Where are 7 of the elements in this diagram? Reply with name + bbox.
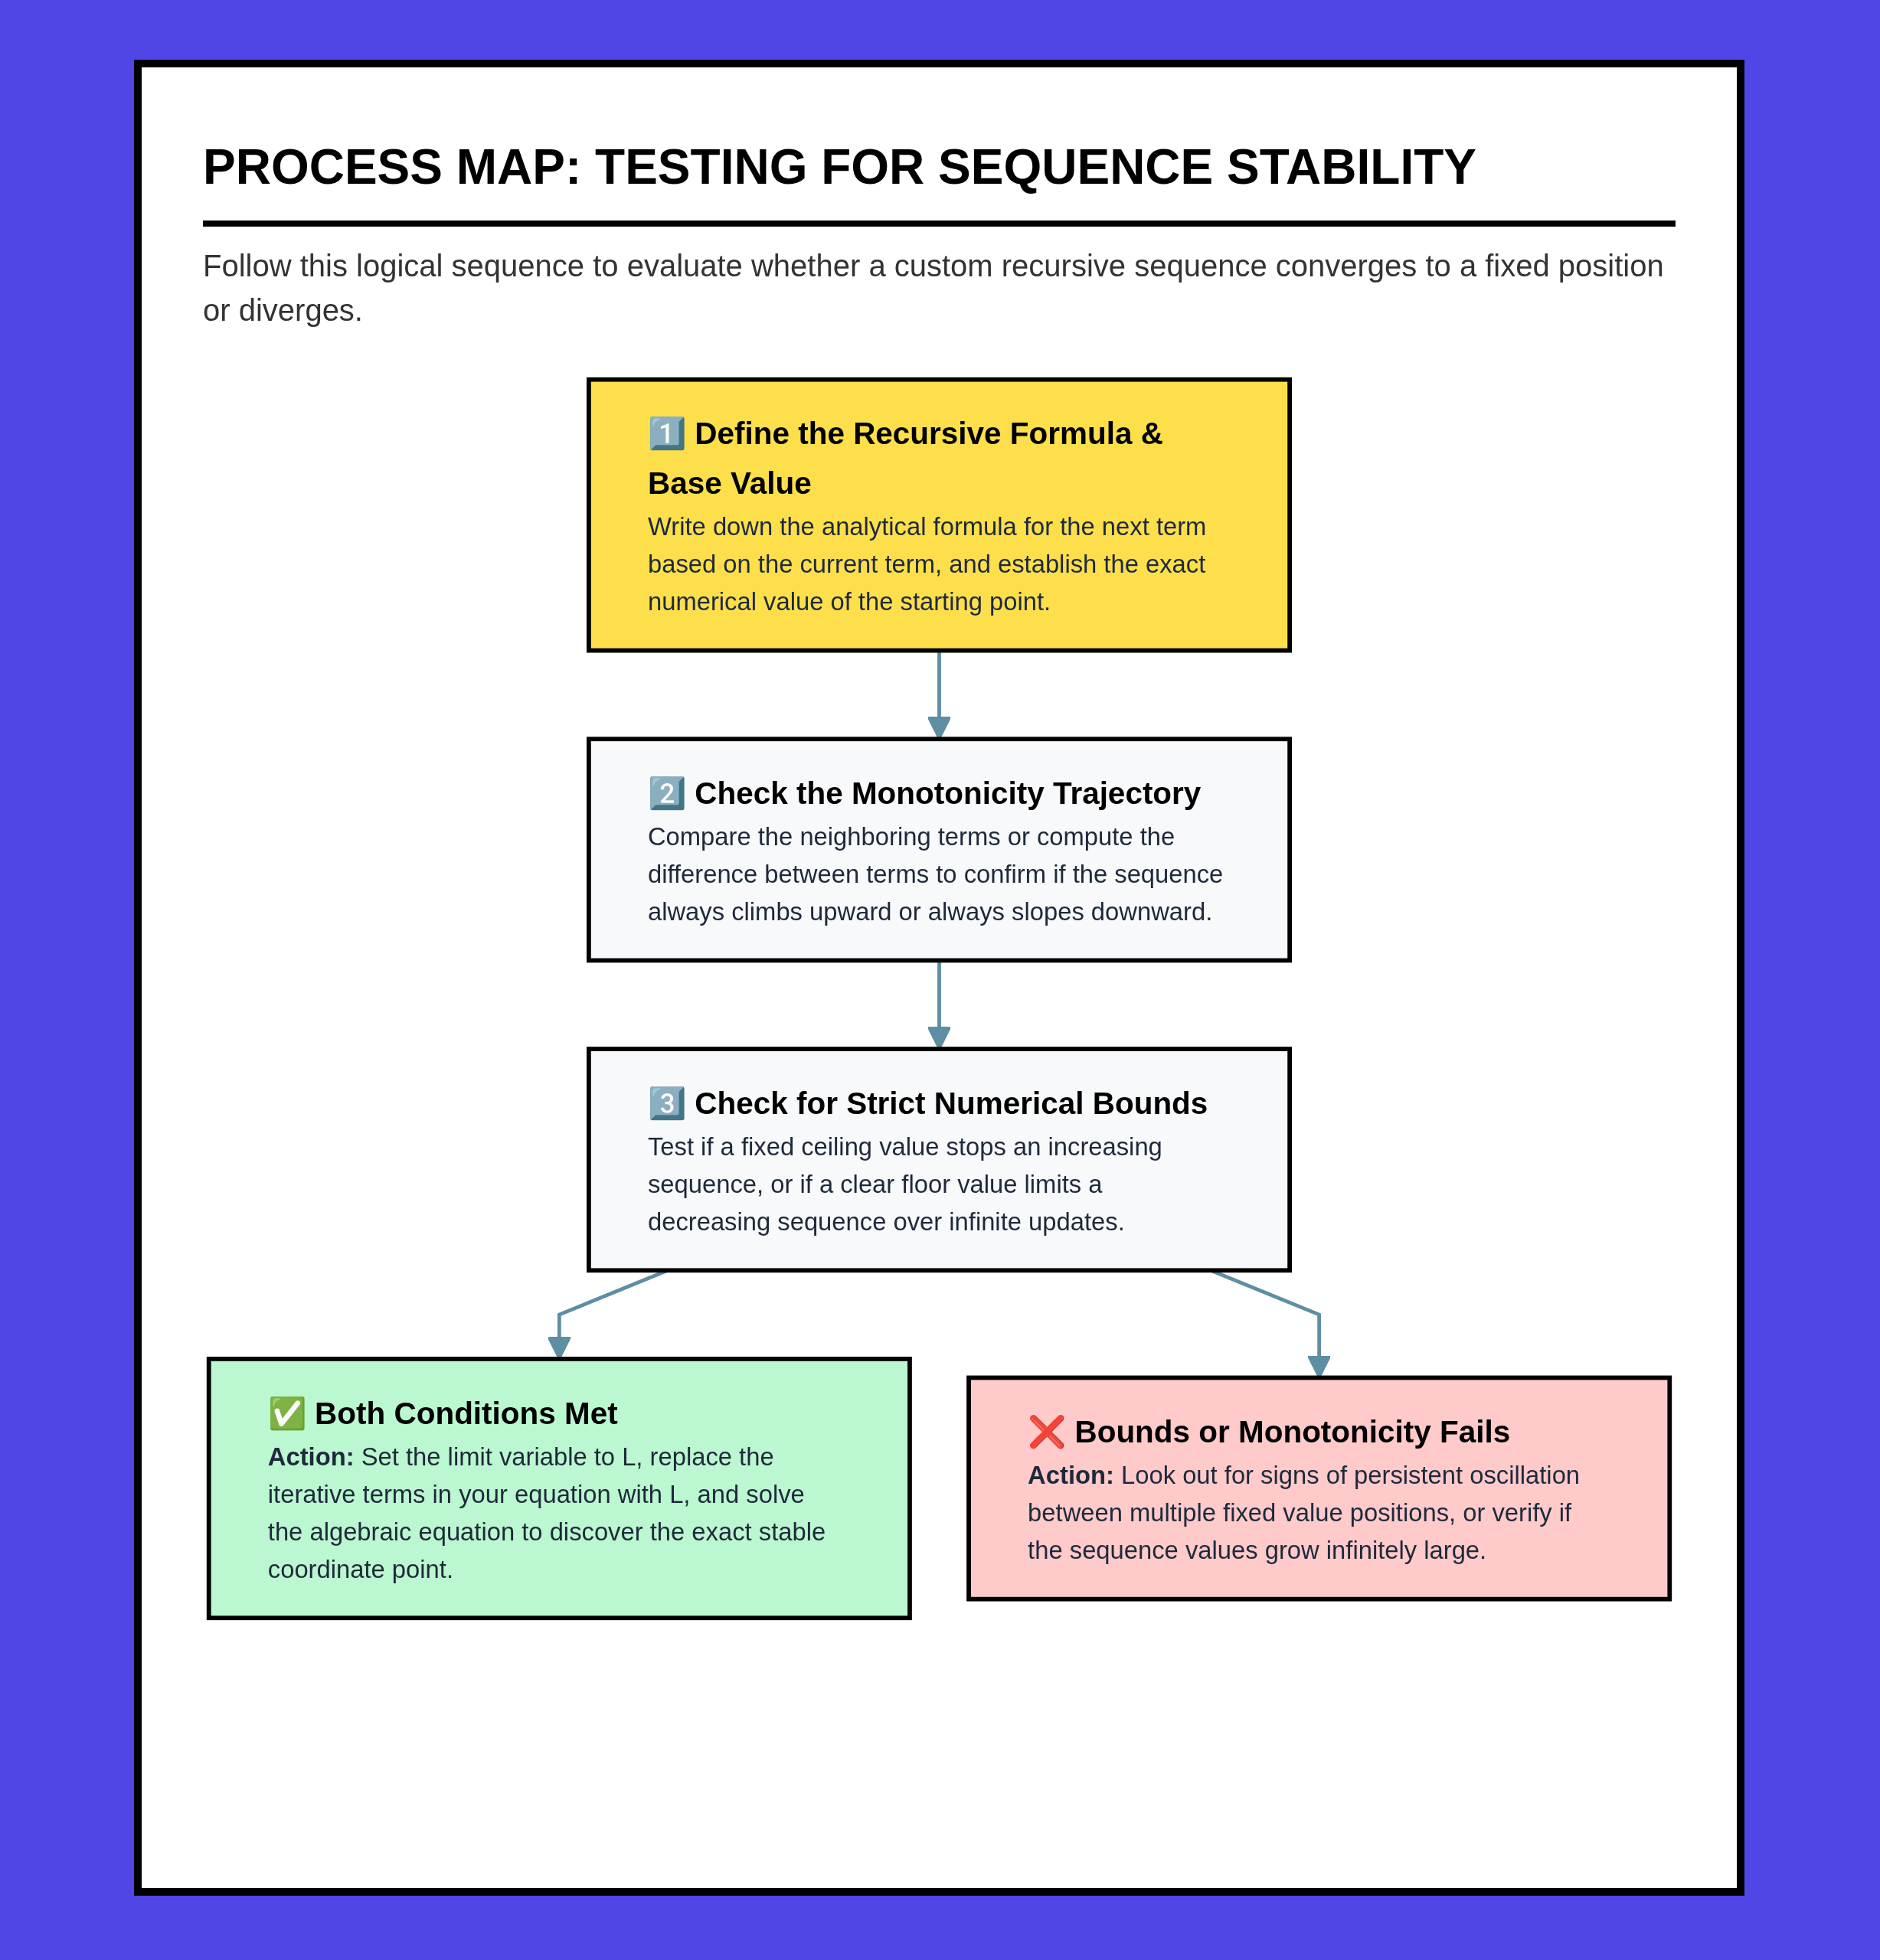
intro-text: Follow this logical sequence to evaluate whether a custom recursive sequence converges to a fixed position or diverges.: [203, 248, 1665, 328]
diagram-title: PROCESS MAP: TESTING FOR SEQUENCE STABILITY: [203, 139, 1477, 196]
node-box: 1⃣ Define the Recursive Formula & Base Value Write down the analytical formula for the next term based on the current term, and establish the exact numerical value of the starting point.: [587, 377, 1293, 653]
node-box: 3⃣ Check for Strict Numerical Bounds Test if a fixed ceiling value stops an increasing sequence, or if a clear floor value limits a decreasing sequence over infinite updates.: [587, 1047, 1293, 1273]
node-box: 2⃣ Check the Monotonicity Trajectory Compare the neighboring terms or compute the difference between terms to confirm if the sequence always climbs upward or always slopes downward.: [587, 737, 1293, 963]
node-box: ❌ Bounds or Monotonicity Fails Action: Look out for signs of persistent oscillation between multiple fixed value positions, or verify if the sequence values grow infinitely large.: [966, 1375, 1672, 1602]
node-box: ✅ Both Conditions Met Action: Set the limit variable to L, replace the iterative terms in your equation with L, and solve the algebraic equation to discover the exact stable coordinate point.: [206, 1357, 912, 1621]
